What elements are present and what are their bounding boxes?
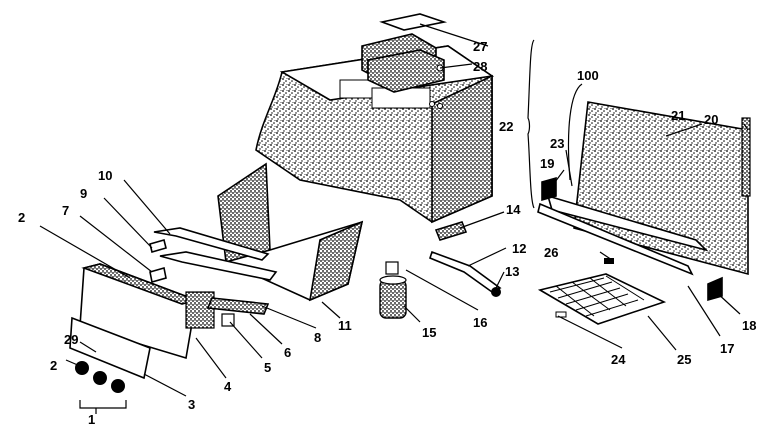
- label-4: 4: [224, 379, 232, 394]
- blower-housing: [217, 162, 364, 302]
- label-29: 29: [64, 332, 78, 347]
- label-8: 8: [314, 330, 321, 345]
- label-10: 10: [98, 168, 112, 183]
- label-17: 17: [720, 341, 734, 356]
- label-20: 20: [704, 112, 718, 127]
- label-24: 24: [611, 352, 626, 367]
- label-13: 13: [505, 264, 519, 279]
- label-26: 26: [544, 245, 558, 260]
- label-21: 21: [671, 108, 685, 123]
- label-16: 16: [473, 315, 487, 330]
- label-6: 6: [284, 345, 291, 360]
- label-27: 27: [473, 39, 487, 54]
- label-2-bottom: 2: [50, 358, 57, 373]
- control-panel: [69, 227, 278, 393]
- label-22: 22: [499, 119, 513, 134]
- label-25: 25: [677, 352, 691, 367]
- label-18: 18: [742, 318, 756, 333]
- filter-assembly: [537, 101, 751, 325]
- label-7: 7: [62, 203, 69, 218]
- electrical-parts: [379, 221, 502, 319]
- part-labels: 27 28 100 21 20 22 23 19 14 12 13 26 18 …: [18, 39, 756, 427]
- leader-lines: [39, 23, 749, 414]
- label-2-top: 2: [18, 210, 25, 225]
- label-14: 14: [506, 202, 521, 217]
- label-1: 1: [88, 412, 95, 427]
- label-12: 12: [512, 241, 526, 256]
- label-3: 3: [188, 397, 195, 412]
- label-19: 19: [540, 156, 554, 171]
- label-23: 23: [550, 136, 564, 151]
- label-15: 15: [422, 325, 436, 340]
- label-5: 5: [264, 360, 271, 375]
- label-9: 9: [80, 186, 87, 201]
- label-100: 100: [577, 68, 599, 83]
- label-28: 28: [473, 59, 487, 74]
- label-11: 11: [338, 318, 352, 333]
